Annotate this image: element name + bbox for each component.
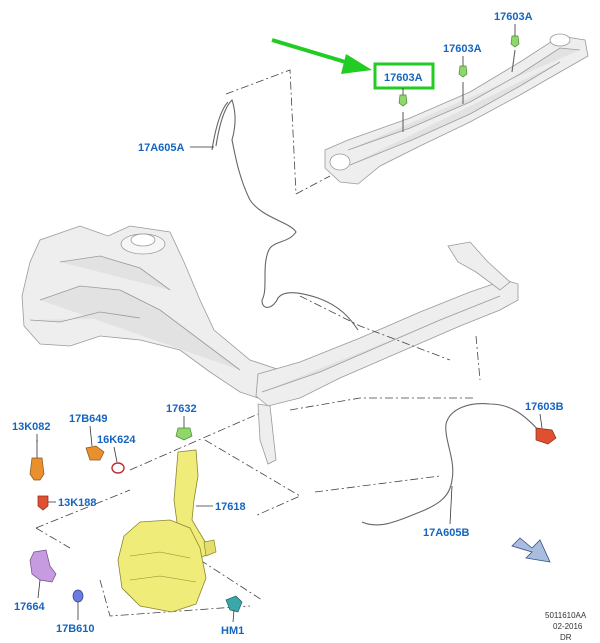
callout-cowl-clip-right[interactable]: 17603A <box>494 11 533 23</box>
grommet-icon <box>37 495 49 511</box>
cowl-clip-middle-icon <box>458 65 468 78</box>
washer-pump-icon <box>29 549 57 583</box>
clip-16k624-icon <box>111 462 125 474</box>
reservoir-cap-icon <box>175 427 193 441</box>
callout-hose-upper[interactable]: 17A605A <box>138 142 185 154</box>
callout-plug[interactable]: 17B610 <box>56 623 95 635</box>
callout-hose-lower[interactable]: 17A605B <box>423 527 470 539</box>
callout-nozzle-right[interactable]: 17603B <box>525 401 564 413</box>
nozzle-hm1-icon <box>225 595 243 613</box>
callout-nozzle-hm1[interactable]: HM1 <box>221 625 244 637</box>
callout-cowl-clip-middle[interactable]: 17603A <box>443 43 482 55</box>
callout-reservoir-cap[interactable]: 17632 <box>166 403 197 415</box>
nozzle-right-icon <box>535 427 557 445</box>
plug-17b610-icon <box>72 589 84 603</box>
front-structure <box>21 225 291 403</box>
washer-hose-upper <box>215 98 359 331</box>
reference-date: 02-2016 <box>553 622 583 631</box>
cowl-panel <box>324 33 589 185</box>
cowl-clip-right-icon <box>510 35 520 48</box>
clip-17b649-icon <box>85 445 105 461</box>
callout-grommet[interactable]: 13K188 <box>58 497 97 509</box>
level-sensor-icon <box>29 457 45 481</box>
cowl-clip-highlighted-icon <box>398 94 408 107</box>
callout-clip-16k624[interactable]: 16K624 <box>97 434 136 446</box>
reference-code: 5011610AA <box>545 611 587 620</box>
callout-reservoir[interactable]: 17618 <box>215 501 246 513</box>
washer-hose-lower <box>361 403 541 526</box>
washer-reservoir <box>117 449 217 613</box>
direction-arrow-icon <box>511 537 551 563</box>
callout-pump[interactable]: 17664 <box>14 601 45 613</box>
pointer-arrow-icon <box>271 38 372 74</box>
callout-sensor[interactable]: 13K082 <box>12 421 51 433</box>
reference-side: DR <box>560 633 572 642</box>
callout-clip-17b649[interactable]: 17B649 <box>69 413 108 425</box>
bumper-beam <box>255 241 519 465</box>
highlight-box <box>373 62 435 90</box>
callout-cowl-clip-highlighted[interactable]: 17603A <box>384 72 423 84</box>
